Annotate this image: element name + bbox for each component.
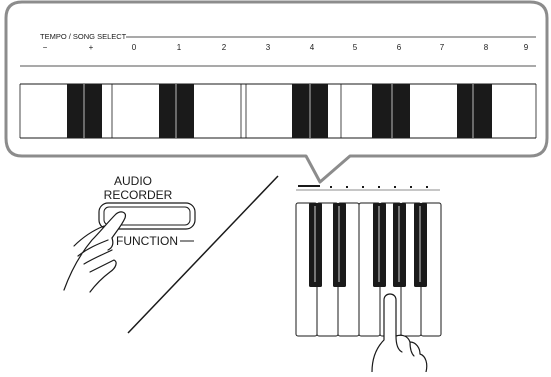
function-label: FUNCTION [116, 234, 178, 248]
black-key [457, 84, 492, 138]
number-labels: 0 1 2 3 4 5 6 7 8 9 [132, 43, 529, 52]
pressing-hand-icon [63, 211, 126, 293]
diagonal-separator [127, 175, 279, 334]
minus-label: − [43, 43, 48, 52]
small-black-key [333, 203, 346, 287]
small-black-key [309, 203, 322, 287]
black-key [159, 84, 194, 138]
number-label-1: 1 [177, 43, 182, 52]
number-label-0: 0 [132, 43, 137, 52]
black-key [372, 84, 410, 138]
number-label-2: 2 [222, 43, 227, 52]
number-label-9: 9 [524, 43, 529, 52]
tempo-song-select-label: TEMPO / SONG SELECT [40, 32, 127, 41]
number-label-8: 8 [484, 43, 489, 52]
small-keyboard [295, 185, 442, 337]
small-black-key [414, 203, 427, 287]
small-label-ticks [298, 185, 428, 188]
black-key [67, 84, 102, 138]
pointing-hand-icon [371, 293, 428, 373]
audio-recorder-label-line2: RECORDER [104, 188, 173, 202]
number-label-5: 5 [353, 43, 358, 52]
small-black-key [373, 203, 386, 287]
number-label-4: 4 [310, 43, 315, 52]
number-label-3: 3 [266, 43, 271, 52]
small-black-key [393, 203, 406, 287]
callout-bubble [4, 0, 549, 184]
number-label-6: 6 [397, 43, 402, 52]
audio-recorder-label-line1: AUDIO [114, 174, 152, 188]
number-label-7: 7 [440, 43, 445, 52]
magnified-keys [19, 83, 537, 139]
plus-label: + [89, 43, 94, 52]
